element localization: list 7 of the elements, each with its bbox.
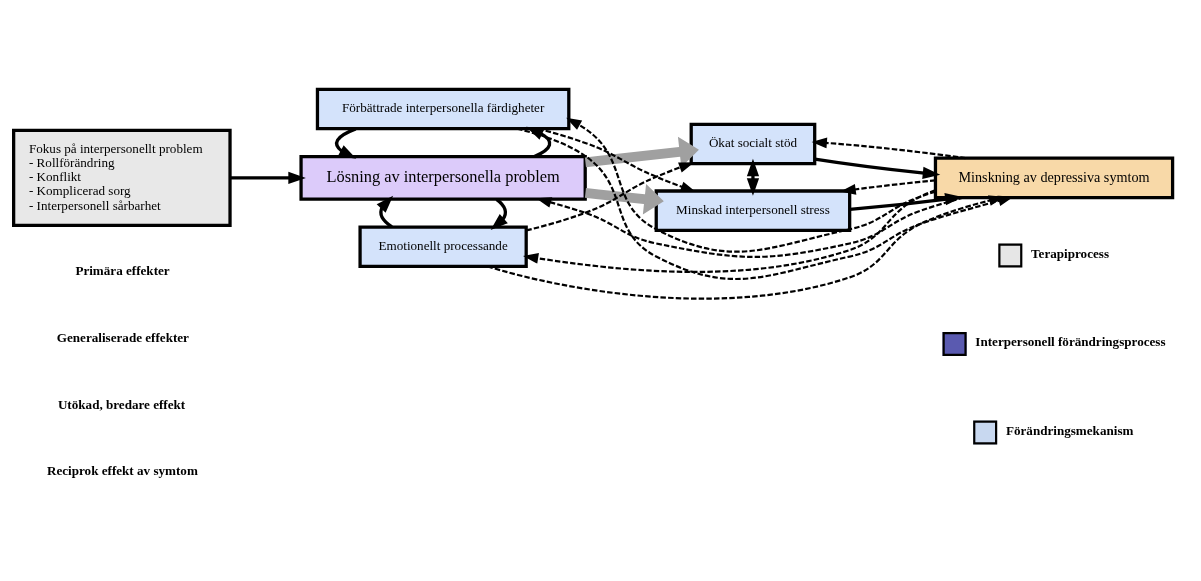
legend-label: Primära effekter xyxy=(75,262,170,278)
legend-label: Utökad, bredare effekt xyxy=(57,396,186,412)
legend-label: Generaliserade effekter xyxy=(56,329,189,345)
legend-label: Reciprok effekt av symtom xyxy=(46,462,198,478)
legend-label: Förändringsmekanism xyxy=(1005,422,1134,438)
legend-label: Terapiprocess xyxy=(1031,245,1110,261)
legend-label: Interpersonell förändringsprocess xyxy=(975,333,1166,349)
